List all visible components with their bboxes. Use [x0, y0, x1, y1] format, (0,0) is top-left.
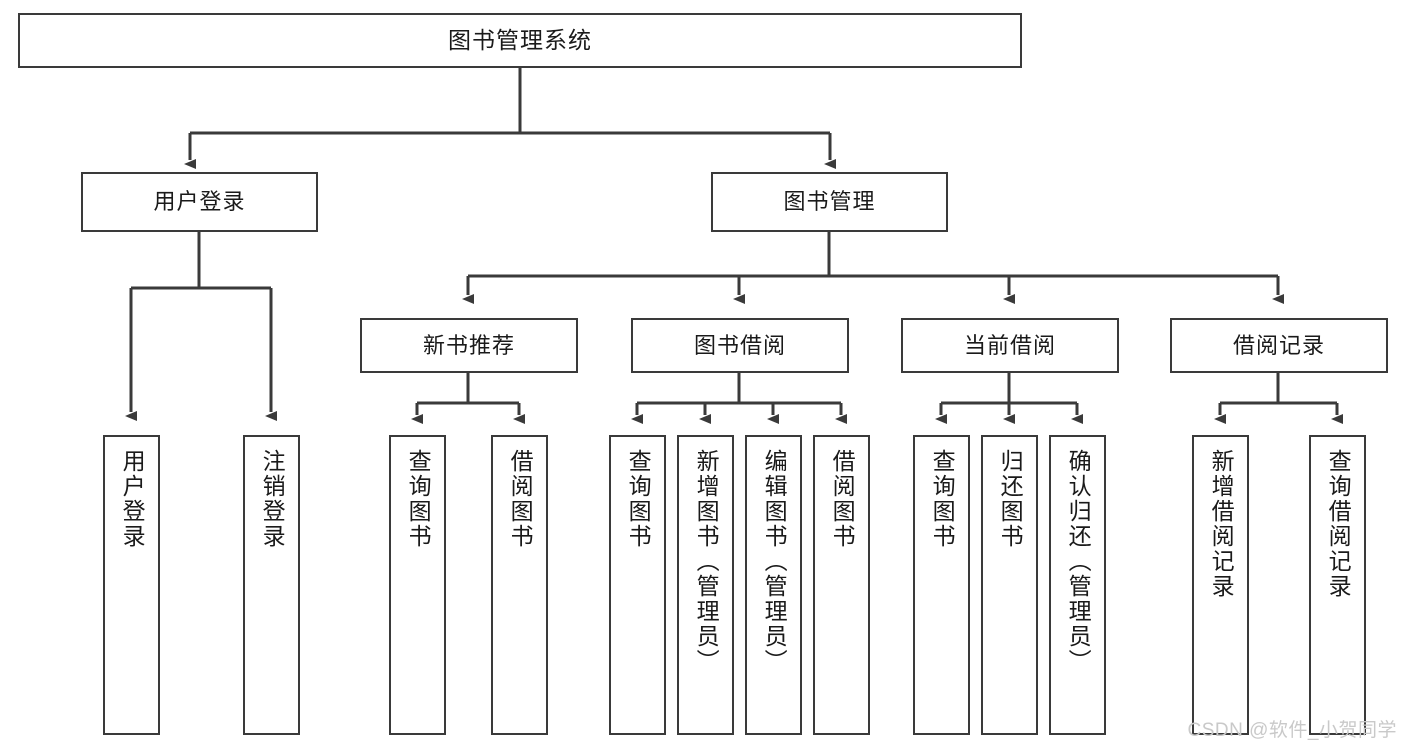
- node-label: 编辑图书（管理员）: [761, 449, 788, 674]
- node-label: 借阅记录: [1232, 332, 1325, 358]
- node-label: 借阅图书: [507, 449, 534, 549]
- node-current-borrow[interactable]: 当前借阅: [901, 318, 1119, 373]
- leaf-borrow-query-book[interactable]: 查询图书: [609, 435, 666, 735]
- leaf-new-book-borrow[interactable]: 借阅图书: [491, 435, 548, 735]
- leaf-borrow-edit-book[interactable]: 编辑图书（管理员）: [745, 435, 802, 735]
- leaf-user-login-login[interactable]: 用户登录: [103, 435, 160, 735]
- leaf-current-return-book[interactable]: 归还图书: [981, 435, 1038, 735]
- node-label: 新增图书（管理员）: [693, 449, 720, 674]
- node-new-book-recommend[interactable]: 新书推荐: [360, 318, 578, 373]
- node-label: 查询图书: [405, 449, 432, 549]
- node-label: 查询借阅记录: [1325, 449, 1352, 599]
- leaf-new-book-query[interactable]: 查询图书: [389, 435, 446, 735]
- node-borrow-records[interactable]: 借阅记录: [1170, 318, 1388, 373]
- node-label: 用户登录: [153, 189, 246, 215]
- node-label: 确认归还（管理员）: [1065, 449, 1092, 674]
- node-label: 图书管理: [783, 189, 876, 215]
- node-root-system[interactable]: 图书管理系统: [18, 13, 1022, 68]
- leaf-records-query-record[interactable]: 查询借阅记录: [1309, 435, 1366, 735]
- watermark-text: CSDN @软件_小贺同学: [1187, 720, 1397, 741]
- leaf-current-query-book[interactable]: 查询图书: [913, 435, 970, 735]
- node-label: 图书管理系统: [448, 27, 592, 54]
- node-label: 查询图书: [625, 449, 652, 549]
- node-user-login[interactable]: 用户登录: [81, 172, 318, 232]
- node-label: 图书借阅: [693, 332, 786, 358]
- leaf-borrow-borrow-book[interactable]: 借阅图书: [813, 435, 870, 735]
- node-label: 借阅图书: [829, 449, 856, 549]
- node-label: 注销登录: [259, 449, 286, 549]
- leaf-current-confirm-return[interactable]: 确认归还（管理员）: [1049, 435, 1106, 735]
- node-label: 当前借阅: [963, 332, 1056, 358]
- leaf-borrow-add-book[interactable]: 新增图书（管理员）: [677, 435, 734, 735]
- node-book-borrow[interactable]: 图书借阅: [631, 318, 849, 373]
- node-label: 查询图书: [929, 449, 956, 549]
- node-label: 用户登录: [119, 449, 146, 549]
- node-label: 新书推荐: [422, 332, 515, 358]
- node-book-management[interactable]: 图书管理: [711, 172, 948, 232]
- leaf-user-login-logout[interactable]: 注销登录: [243, 435, 300, 735]
- node-label: 归还图书: [997, 449, 1024, 549]
- leaf-records-add-record[interactable]: 新增借阅记录: [1192, 435, 1249, 735]
- node-label: 新增借阅记录: [1208, 449, 1235, 599]
